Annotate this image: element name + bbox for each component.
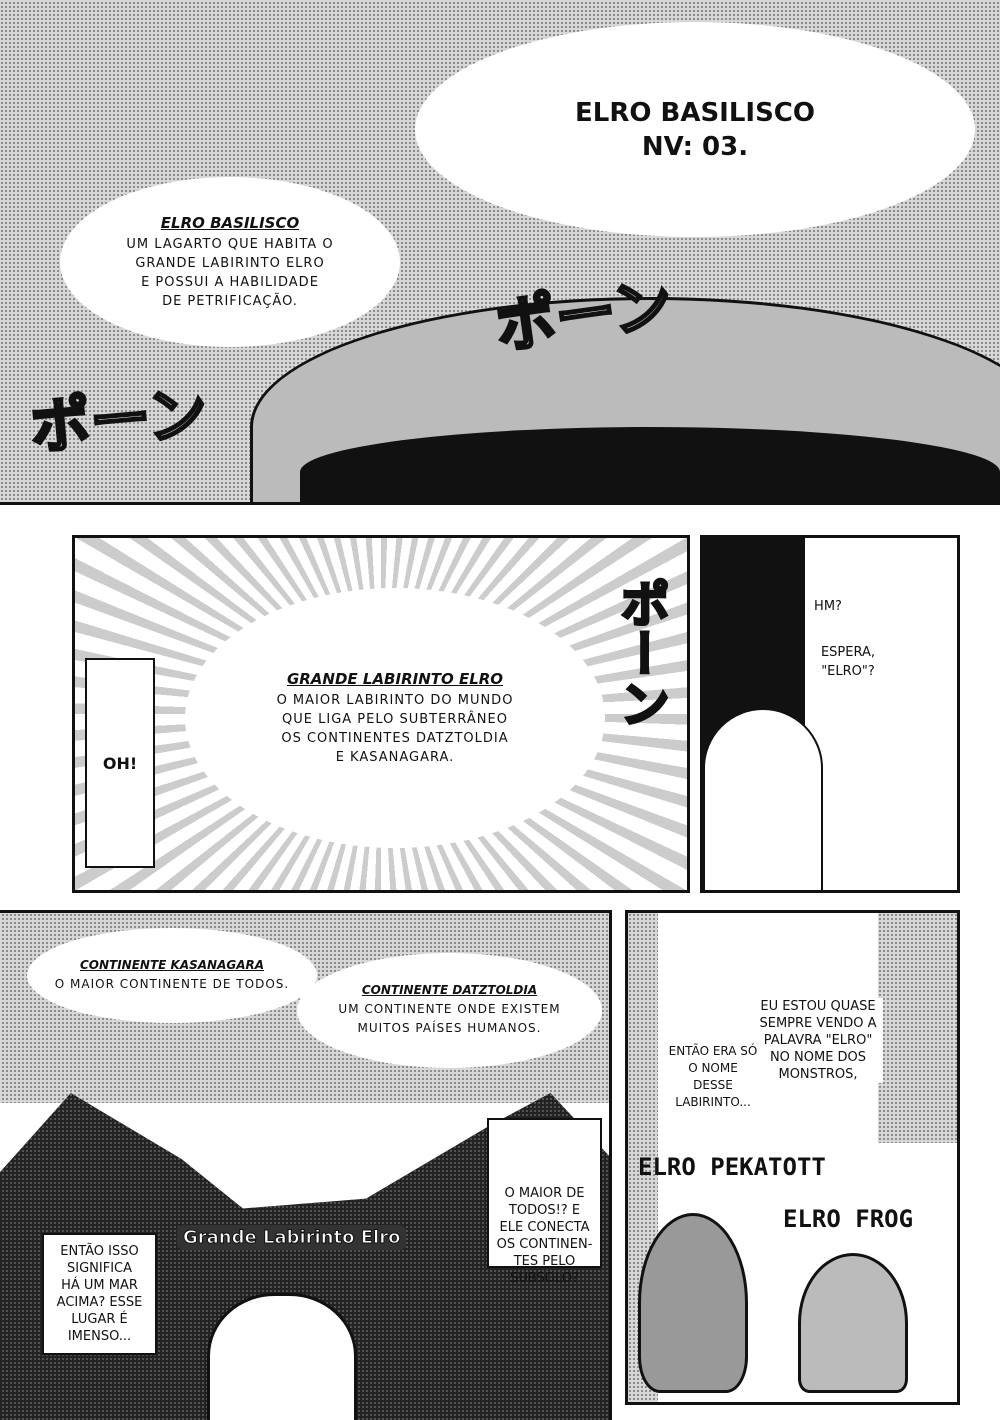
info-bubble-kasanagara: CONTINENTE KASANAGARA O MAIOR CONTINENTE… bbox=[27, 928, 317, 1023]
info-body: UM CONTINENTE ONDE EXISTEM MUITOS PAÍSES… bbox=[338, 1002, 561, 1035]
info-bubble-basilisk: ELRO BASILISCO UM LAGARTO QUE HABITA O G… bbox=[60, 177, 400, 347]
penguin-monster bbox=[638, 1213, 748, 1393]
info-bubble-datztoldia: CONTINENTE DATZTOLDIA UM CONTINENTE ONDE… bbox=[297, 953, 602, 1068]
monster-level: NV: 03. bbox=[641, 131, 749, 162]
info-title: CONTINENTE DATZTOLDIA bbox=[361, 983, 538, 997]
info-bubble-labyrinth: GRANDE LABIRINTO ELRO O MAIOR LABIRINTO … bbox=[185, 588, 605, 848]
info-title: CONTINENTE KASANAGARA bbox=[79, 957, 265, 972]
sfx-pon-vertical: ポーン bbox=[611, 577, 672, 730]
speech-espera: ESPERA, "ELRO"? bbox=[820, 645, 876, 679]
info-body: O MAIOR CONTINENTE DE TODOS. bbox=[54, 976, 290, 991]
name-bubble: ELRO BASILISCO NV: 03. bbox=[415, 22, 975, 237]
sfx-pon: ポーン bbox=[26, 377, 211, 465]
speech-oh: OH! bbox=[85, 658, 155, 868]
map-label: Grande Labirinto Elro bbox=[177, 1225, 407, 1250]
panel-reaction: HM? ESPERA, "ELRO"? bbox=[700, 535, 960, 893]
character-face bbox=[703, 708, 823, 890]
frog-monster bbox=[798, 1253, 908, 1393]
spider-character bbox=[207, 1293, 357, 1420]
info-title: ELRO BASILISCO bbox=[160, 213, 300, 232]
label-elro-pekatott: ELRO PEKATOTT bbox=[638, 1153, 826, 1181]
panel-monsters: EU ESTOU QUASE SEMPRE VENDO A PALAVRA "E… bbox=[625, 910, 960, 1405]
speech-hm: HM? bbox=[814, 599, 842, 614]
info-body: UM LAGARTO QUE HABITA O GRANDE LABIRINTO… bbox=[126, 236, 334, 309]
label-elro-frog: ELRO FROG bbox=[783, 1205, 914, 1233]
speech-area bbox=[803, 538, 957, 890]
panel-basilisk: ELRO BASILISCO NV: 03. ELRO BASILISCO UM… bbox=[0, 0, 1000, 505]
basilisk-shadow bbox=[300, 427, 1000, 502]
speech-box-elro: EU ESTOU QUASE SEMPRE VENDO A PALAVRA "E… bbox=[753, 998, 883, 1083]
speech-box-labyrinth: ENTÃO ERA SÓ O NOME DESSE LABIRINTO... bbox=[668, 1043, 758, 1111]
info-body: O MAIOR LABIRINTO DO MUNDO QUE LIGA PELO… bbox=[276, 692, 514, 765]
right-tone bbox=[878, 913, 957, 1143]
panel-labyrinth: GRANDE LABIRINTO ELRO O MAIOR LABIRINTO … bbox=[72, 535, 690, 893]
info-title: GRANDE LABIRINTO ELRO bbox=[286, 669, 504, 688]
speech-box-left: ENTÃO ISSO SIGNIFICA HÁ UM MAR ACIMA? ES… bbox=[42, 1233, 157, 1355]
monster-name: ELRO BASILISCO bbox=[575, 97, 815, 128]
panel-map: CONTINENTE KASANAGARA O MAIOR CONTINENTE… bbox=[0, 910, 612, 1420]
speech-box-right: O MAIOR DE TODOS!? E ELE CONECTA OS CONT… bbox=[487, 1118, 602, 1286]
